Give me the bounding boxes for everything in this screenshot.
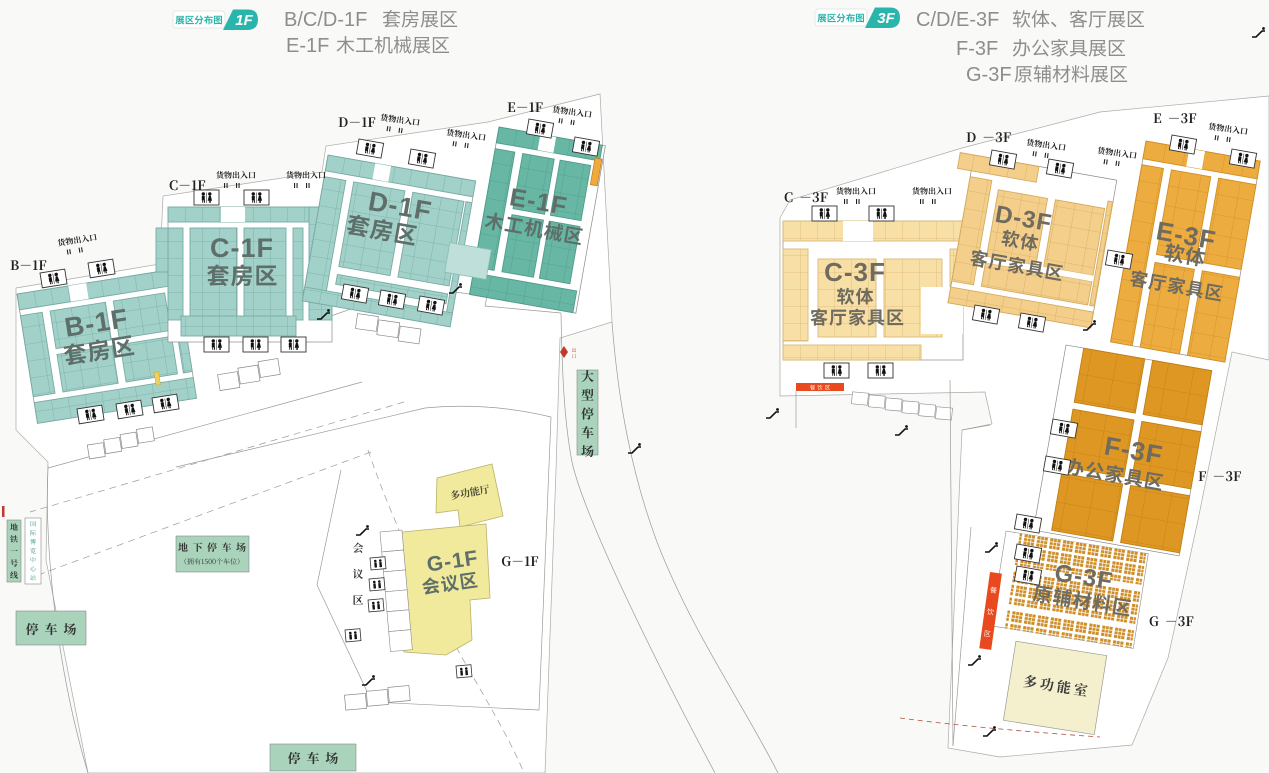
svg-text:B/C/D-1F: B/C/D-1F: [284, 9, 367, 31]
svg-text:3F: 3F: [877, 10, 895, 27]
svg-text:C-1F: C-1F: [210, 233, 274, 263]
svg-text:E-1F: E-1F: [286, 35, 329, 57]
svg-text:C/D/E-3F: C/D/E-3F: [916, 9, 999, 31]
svg-text:C-3F: C-3F: [824, 257, 886, 287]
svg-text:1F: 1F: [235, 12, 253, 29]
svg-text:G-3F: G-3F: [966, 64, 1012, 86]
svg-text:F-3F: F-3F: [956, 38, 998, 60]
